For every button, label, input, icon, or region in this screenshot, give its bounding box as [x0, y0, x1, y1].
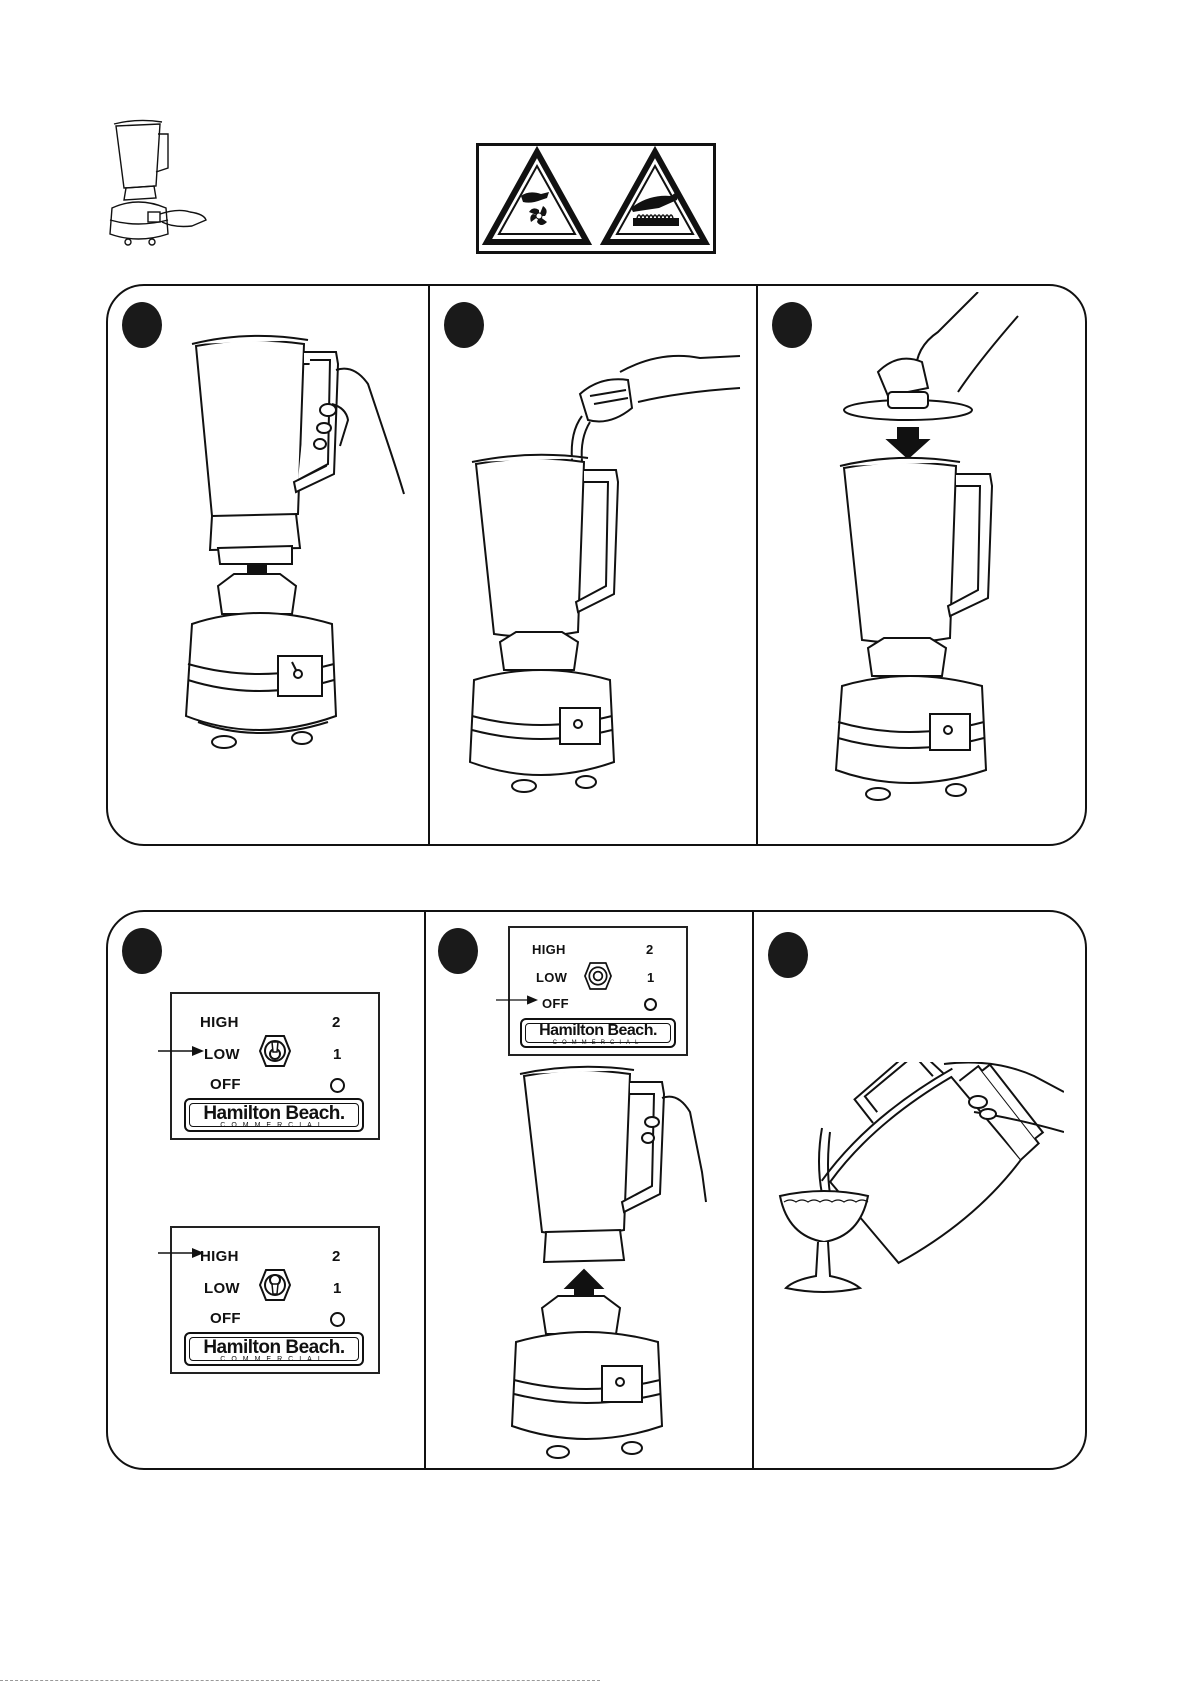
- hand-blade-warning-icon: [481, 146, 593, 251]
- step-2-cell: [430, 286, 756, 844]
- steps-panel-bottom: HIGH LOW OFF 2 1 Hamilton Beach. COMMERC…: [106, 910, 1087, 1470]
- hot-surface-warning-icon: [599, 146, 711, 251]
- step-6-cell: [754, 912, 1087, 1468]
- warning-symbols-box: [476, 143, 716, 254]
- step-5-badge: [438, 928, 478, 974]
- remove-container-illustration: [506, 1062, 746, 1462]
- step-5-cell: HIGH LOW OFF 2 1 Hamilton Beach. COMMERC…: [426, 912, 752, 1468]
- speed-switch-panel-off: HIGH LOW OFF 2 1 Hamilton Beach. COMMERC…: [508, 926, 688, 1056]
- step-4-cell: HIGH LOW OFF 2 1 Hamilton Beach. COMMERC…: [108, 912, 424, 1468]
- step-1-badge: [122, 302, 162, 348]
- steps-panel-top: [106, 284, 1087, 846]
- off-label: OFF: [542, 996, 569, 1011]
- low-number: 1: [647, 970, 654, 985]
- high-label: HIGH: [532, 942, 566, 957]
- place-lid-illustration: [818, 292, 1078, 832]
- pointer-arrow-icon: [158, 1045, 204, 1057]
- toggle-switch-icon[interactable]: [252, 1028, 298, 1074]
- high-label: HIGH: [200, 1014, 239, 1031]
- brand-plate: Hamilton Beach. COMMERCIAL: [520, 1018, 676, 1048]
- brand-plate: Hamilton Beach. COMMERCIAL: [184, 1332, 364, 1366]
- off-circle-icon: [330, 1078, 345, 1093]
- high-number: 2: [646, 942, 653, 957]
- step-3-cell: [758, 286, 1087, 844]
- off-label: OFF: [210, 1310, 241, 1327]
- toggle-switch-icon[interactable]: [252, 1262, 298, 1308]
- page-footer-rule: [0, 1680, 600, 1681]
- pointer-arrow-icon: [496, 994, 538, 1006]
- low-number: 1: [333, 1046, 341, 1063]
- brand-sub: COMMERCIAL: [522, 1040, 674, 1046]
- pointer-arrow-icon: [158, 1247, 204, 1259]
- high-number: 2: [332, 1248, 340, 1265]
- step-6-badge: [768, 932, 808, 978]
- low-label: LOW: [536, 970, 567, 985]
- low-label: LOW: [204, 1280, 240, 1297]
- low-number: 1: [333, 1280, 341, 1297]
- off-circle-icon: [644, 998, 657, 1011]
- off-label: OFF: [210, 1076, 241, 1093]
- brand-sub: COMMERCIAL: [186, 1356, 362, 1363]
- toggle-switch-icon[interactable]: [578, 956, 618, 996]
- high-label: HIGH: [200, 1248, 239, 1265]
- step-3-badge: [772, 302, 812, 348]
- low-label: LOW: [204, 1046, 240, 1063]
- brand-plate: Hamilton Beach. COMMERCIAL: [184, 1098, 364, 1132]
- off-circle-icon: [330, 1312, 345, 1327]
- blender-thumbnail-illustration: [108, 116, 228, 261]
- step-4-badge: [122, 928, 162, 974]
- add-ingredients-illustration: [460, 342, 756, 812]
- speed-switch-panel-low: HIGH LOW OFF 2 1 Hamilton Beach. COMMERC…: [170, 992, 380, 1140]
- pour-into-glass-illustration: [764, 1062, 1064, 1342]
- brand-name: Hamilton Beach.: [522, 1022, 674, 1040]
- step-1-cell: [108, 286, 428, 844]
- brand-sub: COMMERCIAL: [186, 1122, 362, 1129]
- attach-container-illustration: [168, 324, 418, 824]
- high-number: 2: [332, 1014, 340, 1031]
